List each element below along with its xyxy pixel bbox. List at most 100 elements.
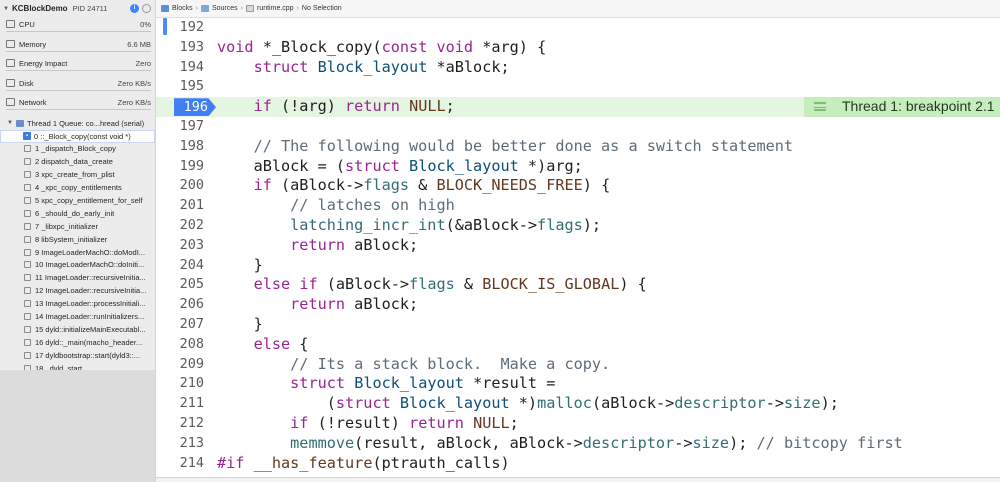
line-number: 202 bbox=[179, 217, 204, 233]
line-number: 212 bbox=[179, 415, 204, 431]
code-text: if (!result) return NULL; bbox=[290, 414, 519, 432]
code-line[interactable]: 208 else { bbox=[156, 335, 1000, 355]
system-frame-icon bbox=[24, 274, 31, 282]
code-line[interactable]: 195 bbox=[156, 77, 1000, 97]
line-number: 210 bbox=[179, 375, 204, 392]
jump-bar: Blocks › Sources › runtime.cpp › No Sele… bbox=[156, 0, 1000, 18]
line-number: 208 bbox=[179, 335, 204, 352]
stack-frame[interactable]: 7 _libxpc_initializer bbox=[0, 220, 155, 233]
gauge-icon[interactable] bbox=[142, 4, 151, 13]
disclosure-triangle-icon[interactable]: ▼ bbox=[3, 5, 9, 12]
code-line[interactable]: 206 return aBlock; bbox=[156, 295, 1000, 315]
stack-frame[interactable]: 17 dyldbootstrap::start(dyld3::... bbox=[0, 349, 155, 362]
thread-annotation[interactable]: Thread 1: breakpoint 2.1 bbox=[804, 97, 1000, 117]
code-line[interactable]: 202 latching_incr_int(&aBlock->flags); bbox=[156, 216, 1000, 236]
stack-frame[interactable]: 9 ImageLoaderMachO::doModI... bbox=[0, 246, 155, 259]
stack-frame[interactable]: 5 xpc_copy_entitlement_for_self bbox=[0, 194, 155, 207]
code-text: if (aBlock->flags & BLOCK_NEEDS_FREE) { bbox=[253, 176, 611, 195]
line-number: 199 bbox=[179, 157, 204, 174]
code-line[interactable]: 199 aBlock = (struct Block_layout *)arg; bbox=[156, 157, 1000, 177]
code-line[interactable]: 192 bbox=[156, 18, 1000, 38]
stack-frame-selected[interactable]: ▪ 0 ::_Block_copy(const void *) bbox=[0, 129, 155, 143]
stack-frame[interactable]: 4 _xpc_copy_entitlements bbox=[0, 181, 155, 194]
code-line[interactable]: 205 else if (aBlock->flags & BLOCK_IS_GL… bbox=[156, 275, 1000, 295]
gauge-label: Network bbox=[19, 98, 47, 107]
code-line[interactable]: 204 } bbox=[156, 256, 1000, 276]
frame-label: 11 ImageLoader::recursiveInitia... bbox=[35, 273, 146, 283]
code-line[interactable]: 209 // Its a stack block. Make a copy. bbox=[156, 355, 1000, 375]
stack-frame[interactable]: 12 ImageLoader::recursiveInitia... bbox=[0, 284, 155, 297]
system-frame-icon bbox=[24, 287, 31, 295]
breadcrumb-symbol[interactable]: No Selection bbox=[301, 5, 342, 12]
code-line[interactable]: 193 void *_Block_copy(const void *arg) { bbox=[156, 38, 1000, 58]
system-frame-icon bbox=[24, 300, 31, 308]
code-text: else { bbox=[253, 334, 309, 353]
stack-frame[interactable]: 8 libSystem_initializer bbox=[0, 233, 155, 246]
code-line[interactable]: 203 return aBlock; bbox=[156, 236, 1000, 256]
thread-icon bbox=[16, 119, 24, 127]
code-line[interactable]: 211 (struct Block_layout *)malloc(aBlock… bbox=[156, 394, 1000, 414]
process-row[interactable]: ▼ KCBlockDemo PID 24711 i bbox=[0, 0, 155, 17]
system-frame-icon bbox=[24, 222, 31, 230]
stack-frame[interactable]: 6 _should_do_early_init bbox=[0, 207, 155, 220]
line-number: 203 bbox=[179, 236, 204, 253]
stack-frame[interactable]: 3 xpc_create_from_plist bbox=[0, 168, 155, 181]
code-text: else if (aBlock->flags & BLOCK_IS_GLOBAL… bbox=[253, 275, 647, 294]
breadcrumb-folder[interactable]: Sources bbox=[211, 5, 238, 12]
code-text: } bbox=[217, 255, 263, 274]
code-line[interactable]: 198 // The following would be better don… bbox=[156, 137, 1000, 157]
frame-label: 0 ::_Block_copy(const void *) bbox=[34, 131, 131, 141]
scroll-position-marker bbox=[163, 18, 167, 35]
gauge-separator bbox=[6, 70, 151, 71]
info-icon[interactable]: i bbox=[130, 4, 139, 13]
stack-frame[interactable]: 16 dyld::_main(macho_header... bbox=[0, 336, 155, 349]
code-text: void *_Block_copy(const void *arg) { bbox=[217, 37, 547, 56]
frame-label: 7 _libxpc_initializer bbox=[35, 221, 98, 231]
line-number: 193 bbox=[179, 38, 204, 55]
stack-frame[interactable]: 11 ImageLoader::recursiveInitia... bbox=[0, 271, 155, 284]
breadcrumb-file[interactable]: runtime.cpp bbox=[257, 5, 294, 12]
stack-frame[interactable]: 13 ImageLoader::processInitiali... bbox=[0, 297, 155, 310]
code-line-current[interactable]: 196 if (!arg) return NULL; Thread 1: brea… bbox=[156, 97, 1000, 117]
line-number: 198 bbox=[179, 137, 204, 154]
disclosure-triangle-icon[interactable]: ▼ bbox=[7, 120, 13, 126]
code-text: return aBlock; bbox=[290, 295, 419, 314]
code-line[interactable]: 210 struct Block_layout *result = bbox=[156, 374, 1000, 394]
system-frame-icon bbox=[24, 197, 31, 204]
code-line[interactable]: 212 if (!result) return NULL; bbox=[156, 414, 1000, 434]
line-number: 205 bbox=[179, 276, 204, 293]
breakpoint-indicator[interactable]: 196 bbox=[174, 98, 216, 117]
stack-frame[interactable]: 2 dispatch_data_create bbox=[0, 155, 155, 168]
file-icon bbox=[246, 5, 254, 12]
code-text: if (!arg) return NULL; bbox=[253, 97, 455, 116]
thread-row[interactable]: ▼ Thread 1 Queue: co...hread (serial) bbox=[0, 117, 155, 130]
code-line[interactable]: 197 bbox=[156, 117, 1000, 137]
user-code-frame-icon: ▪ bbox=[23, 132, 31, 140]
frame-label: 2 dispatch_data_create bbox=[35, 157, 113, 167]
code-line[interactable]: 194 struct Block_layout *aBlock; bbox=[156, 58, 1000, 78]
line-number: 200 bbox=[179, 177, 204, 194]
stack-frame[interactable]: 15 dyld::initializeMainExecutabl... bbox=[0, 323, 155, 336]
frame-label: 4 _xpc_copy_entitlements bbox=[35, 183, 122, 193]
navigator-empty-area bbox=[0, 370, 155, 482]
code-line[interactable]: 201 // latches on high bbox=[156, 196, 1000, 216]
code-text: struct Block_layout *result = bbox=[290, 374, 556, 393]
code-line[interactable]: 200 if (aBlock->flags & BLOCK_NEEDS_FREE… bbox=[156, 176, 1000, 196]
stack-frame[interactable]: 10 ImageLoaderMachO::doIniti... bbox=[0, 259, 155, 272]
stack-frame[interactable]: 1 _dispatch_Block_copy bbox=[0, 143, 155, 156]
code-text: // Its a stack block. Make a copy. bbox=[290, 354, 611, 373]
gauge-separator bbox=[6, 31, 151, 32]
stack-frame[interactable]: 14 ImageLoader::runInitializers... bbox=[0, 310, 155, 323]
breadcrumb-project[interactable]: Blocks bbox=[172, 5, 193, 12]
system-frame-icon bbox=[24, 248, 31, 256]
code-line[interactable]: 207 } bbox=[156, 315, 1000, 335]
code-line[interactable]: 214#if __has_feature(ptrauth_calls) bbox=[156, 454, 1000, 474]
code-line[interactable]: 213 memmove(result, aBlock, aBlock->desc… bbox=[156, 434, 1000, 454]
